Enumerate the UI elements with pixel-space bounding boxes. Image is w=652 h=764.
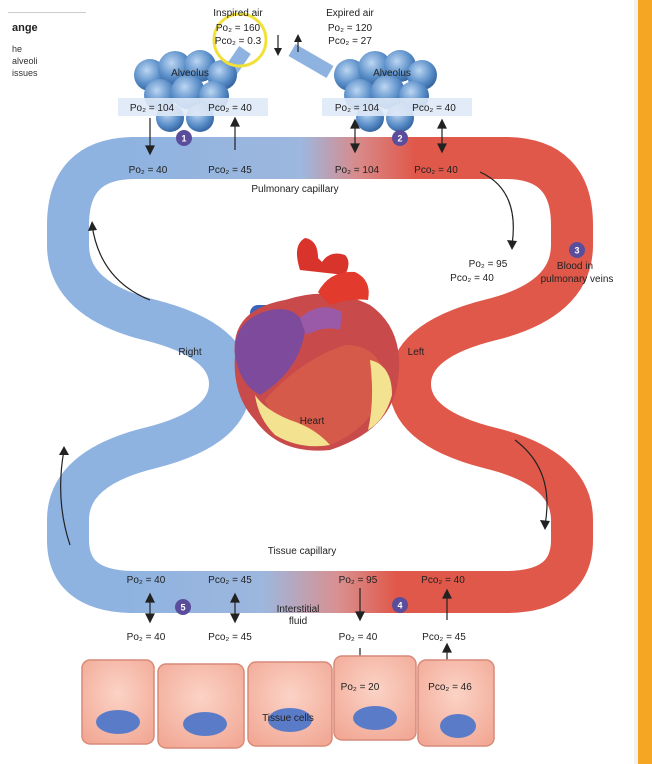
sidebar-title: ange — [12, 22, 38, 34]
highlight-ring — [212, 12, 268, 68]
svg-text:2: 2 — [397, 134, 402, 144]
tissue-capillary-pco2-in: Pco₂ = 40 — [421, 575, 465, 586]
pulmonary-po2-out: Po₂ = 104 — [335, 165, 380, 176]
step-badge-4: 4 — [392, 597, 408, 613]
page-edge-shadow — [634, 0, 638, 764]
right-side-label: Right — [178, 347, 202, 358]
right-alveolus-values-box — [322, 98, 472, 116]
step-badge-1: 1 — [176, 130, 192, 146]
interstitial-label: Interstitial — [277, 604, 320, 615]
sidebar-line-3: issues — [12, 68, 38, 78]
step-badge-3: 3 — [569, 242, 585, 258]
blood-in-label: Blood in — [557, 261, 593, 272]
arterial-loop — [320, 137, 593, 613]
interstitial-pco2-right: Pco₂ = 45 — [422, 632, 466, 643]
tissue-capillary-po2-in: Po₂ = 95 — [339, 575, 378, 586]
alveolus-exchange-arrows — [145, 116, 447, 156]
interstitial-pco2-left: Pco₂ = 45 — [208, 632, 252, 643]
step-badge-5: 5 — [175, 599, 191, 615]
heart-label: Heart — [300, 416, 325, 427]
right-alveolus-po2: Po₂ = 104 — [335, 103, 380, 114]
flow-arrow-lower-right — [514, 439, 548, 526]
right-alveolus-cluster — [288, 43, 437, 132]
expired-air-title: Expired air — [326, 8, 374, 19]
svg-text:4: 4 — [397, 601, 402, 611]
svg-text:1: 1 — [181, 134, 186, 144]
pulmonary-veins-label: pulmonary veins — [541, 274, 614, 285]
tissue-cells — [81, 655, 495, 749]
left-side-label: Left — [408, 347, 425, 358]
heart-illustration — [234, 238, 400, 451]
sidebar-rule — [8, 12, 86, 13]
right-alveolus-pco2: Pco₂ = 40 — [412, 103, 456, 114]
svg-text:5: 5 — [180, 603, 185, 613]
expired-pco2: Pco₂ = 27 — [328, 36, 372, 47]
tissue-capillary-label: Tissue capillary — [268, 546, 337, 557]
svg-text:3: 3 — [574, 246, 579, 256]
sidebar-line-1: he — [12, 44, 23, 54]
sidebar-line-2: alveoli — [12, 56, 38, 66]
flow-arrow-upper-right — [479, 171, 514, 246]
vein-pco2: Pco₂ = 40 — [450, 273, 494, 284]
cell-po2: Po₂ = 20 — [341, 682, 380, 693]
interstitial-po2-right: Po₂ = 40 — [339, 632, 378, 643]
left-alveolus-pco2: Pco₂ = 40 — [208, 103, 252, 114]
step-badge-2: 2 — [392, 130, 408, 146]
tissue-capillary-po2-out: Po₂ = 40 — [127, 575, 166, 586]
pulmonary-pco2-in: Pco₂ = 45 — [208, 165, 252, 176]
inspired-air-title: Inspired air — [213, 8, 263, 19]
left-alveolus-label: Alveolus — [171, 68, 209, 79]
cell-pco2: Pco₂ = 46 — [428, 682, 472, 693]
vein-po2: Po₂ = 95 — [469, 259, 508, 270]
left-alveolus-po2: Po₂ = 104 — [130, 103, 175, 114]
flow-arrow-lower-left — [60, 449, 71, 546]
tissue-cells-label: Tissue cells — [262, 713, 314, 724]
inspired-po2: Po₂ = 160 — [216, 23, 261, 34]
page-edge-accent — [638, 0, 652, 764]
interstitial-po2-left: Po₂ = 40 — [127, 632, 166, 643]
flow-arrow-upper-left — [91, 224, 151, 301]
expired-po2: Po₂ = 120 — [328, 23, 373, 34]
pulmonary-pco2-out: Pco₂ = 40 — [414, 165, 458, 176]
left-alveolus-values-box — [118, 98, 268, 116]
right-alveolus-label: Alveolus — [373, 68, 411, 79]
pulmonary-po2-in: Po₂ = 40 — [129, 165, 168, 176]
tissue-capillary-pco2-out: Pco₂ = 45 — [208, 575, 252, 586]
interstitial-fluid-label: fluid — [289, 616, 307, 627]
pulmonary-capillary-label: Pulmonary capillary — [251, 184, 338, 195]
inspired-pco2: Pco₂ = 0.3 — [215, 36, 262, 47]
